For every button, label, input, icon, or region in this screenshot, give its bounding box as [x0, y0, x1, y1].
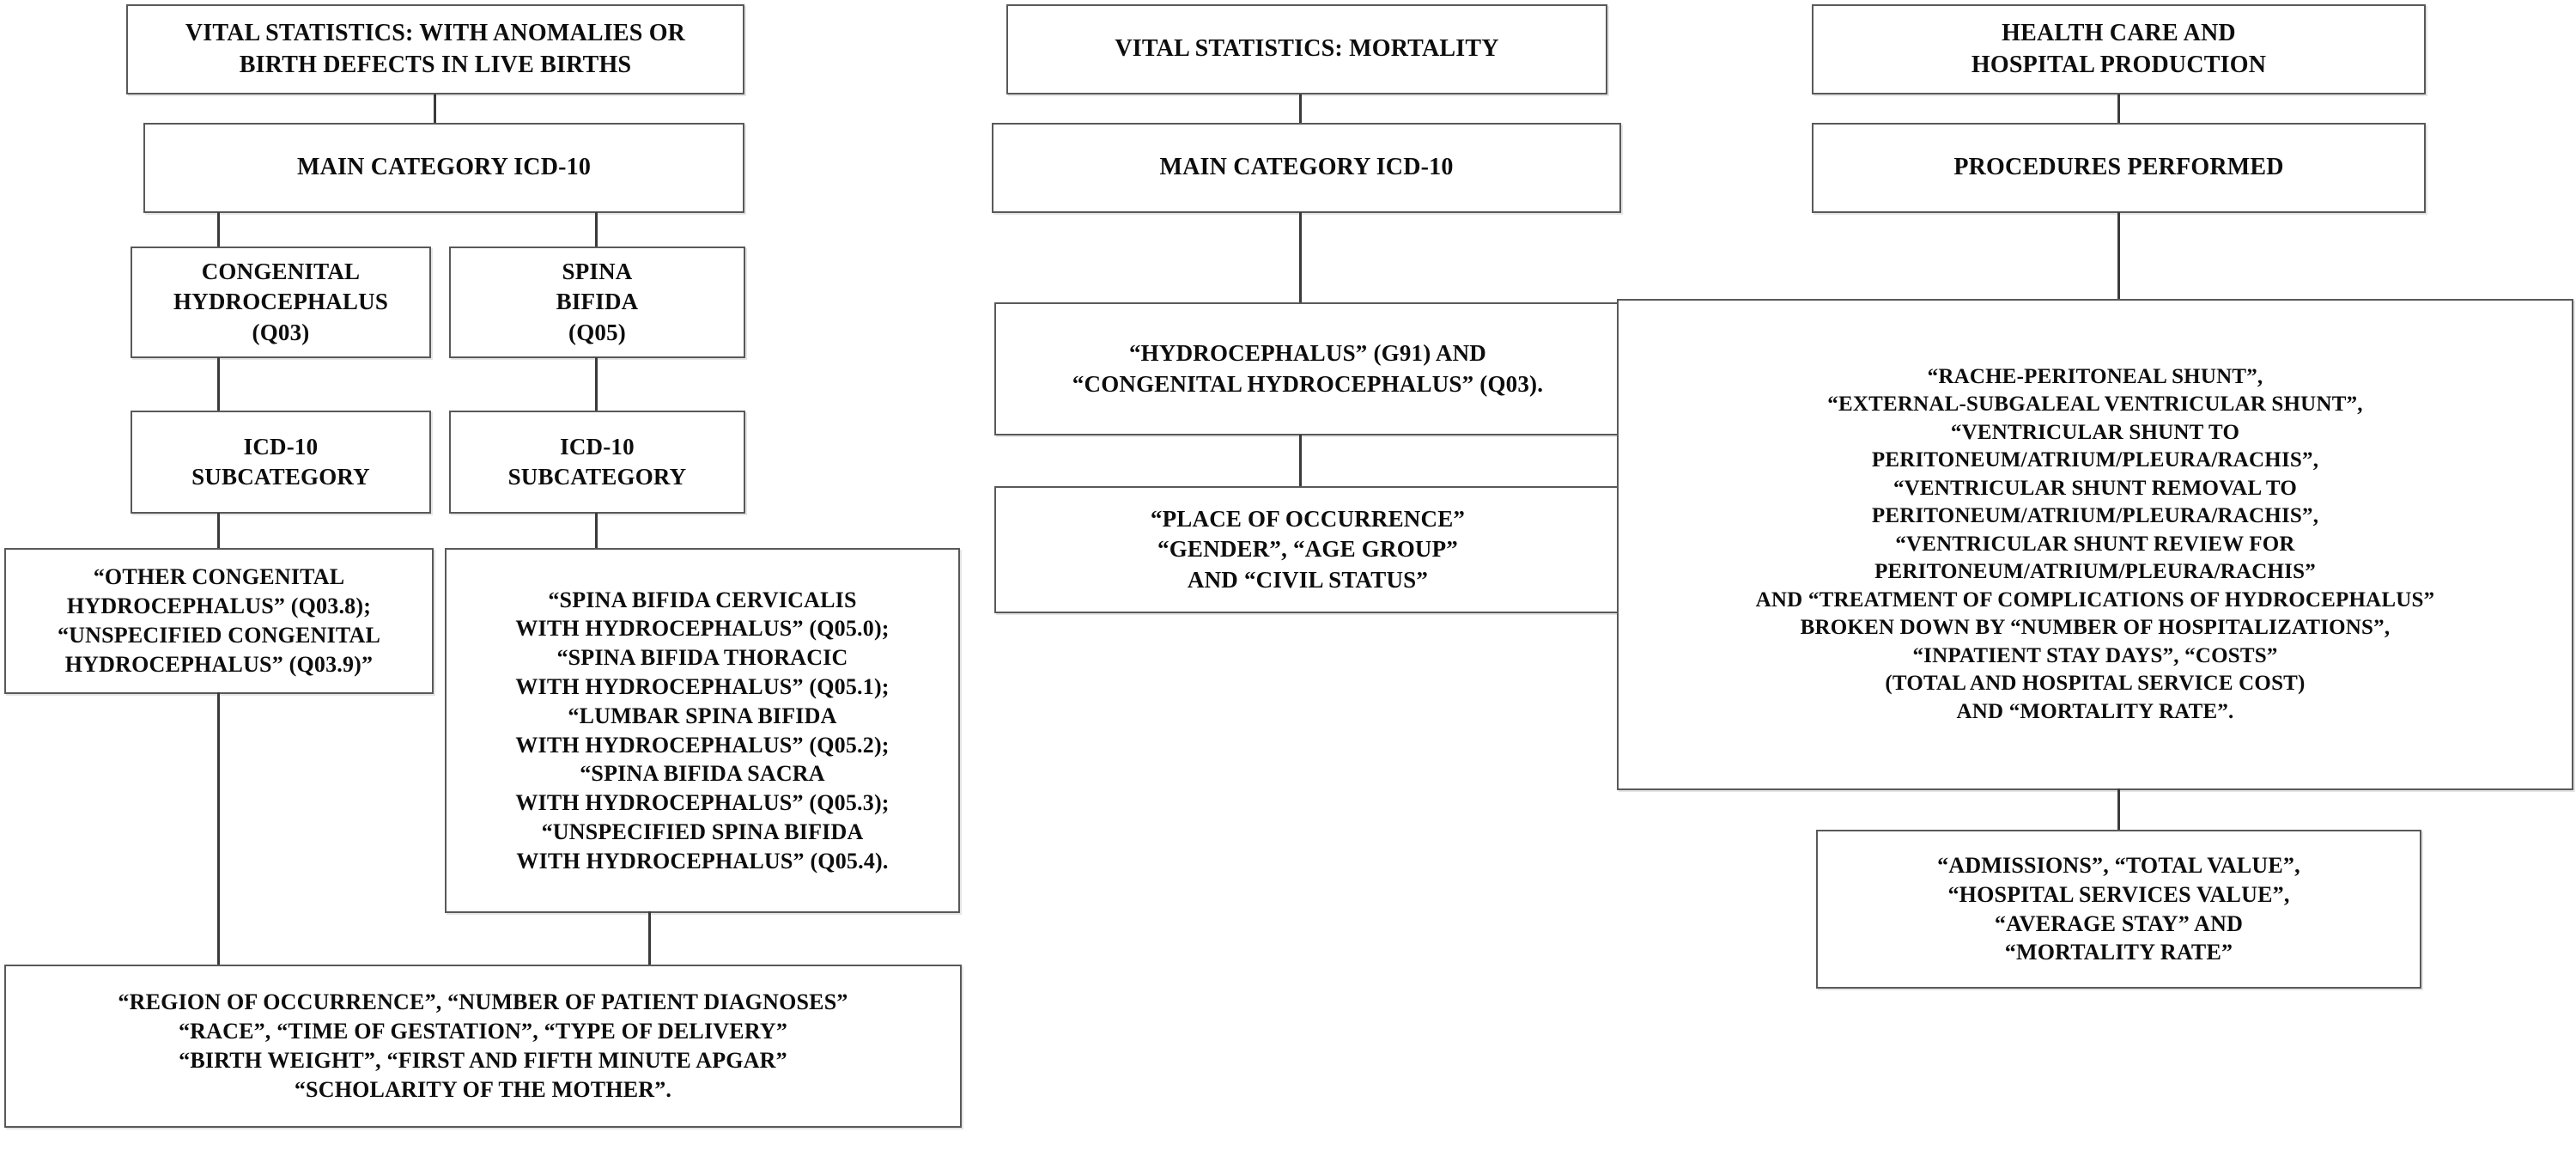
connector-vs-anomalies-root-to-main: [434, 93, 436, 124]
node-live-birth-variables-label: “REGION OF OCCURRENCE”, “NUMBER OF PATIE…: [118, 989, 848, 1102]
node-congenital-hydrocephalus: CONGENITAL HYDROCEPHALUS (Q03): [131, 247, 431, 358]
node-vs-anomalies-main-category: MAIN CATEGORY ICD-10: [143, 123, 744, 213]
node-hospital-outcomes-label: “ADMISSIONS”, “TOTAL VALUE”, “HOSPITAL S…: [1937, 852, 2300, 965]
node-live-birth-variables: “REGION OF OCCURRENCE”, “NUMBER OF PATIE…: [4, 965, 962, 1128]
node-vs-mortality-root-label: VITAL STATISTICS: MORTALITY: [1115, 35, 1499, 63]
connector-subcat-right-to-codes: [595, 513, 598, 551]
connector-procedures-to-list: [2117, 212, 2120, 302]
node-procedures-performed: PROCEDURES PERFORMED: [1812, 123, 2426, 213]
node-vs-mortality-main-category: MAIN CATEGORY ICD-10: [992, 123, 1621, 213]
node-vs-anomalies-root-label: VITAL STATISTICS: WITH ANOMALIES OR BIRT…: [185, 20, 686, 78]
node-vs-mortality-main-category-label: MAIN CATEGORY ICD-10: [1159, 154, 1454, 181]
connector-spina-to-subcat: [595, 357, 598, 411]
node-other-congenital-hydrocephalus-codes-label: “OTHER CONGENITAL HYDROCEPHALUS” (Q03.8)…: [57, 564, 381, 677]
node-spina-bifida-label: SPINA BIFIDA (Q05): [556, 259, 639, 345]
connector-congenital-codes-to-variables: [217, 692, 220, 967]
node-spina-bifida-codes-label: “SPINA BIFIDA CERVICALIS WITH HYDROCEPHA…: [515, 587, 890, 874]
node-spina-bifida-codes: “SPINA BIFIDA CERVICALIS WITH HYDROCEPHA…: [445, 548, 960, 913]
connector-main-to-congenital: [217, 212, 220, 248]
connector-list-to-outcomes: [2117, 788, 2120, 831]
node-procedures-list-label: “RACHE-PERITONEAL SHUNT”, “EXTERNAL-SUBG…: [1755, 364, 2435, 723]
connector-mortality-main-to-codes: [1299, 212, 1302, 305]
node-spina-bifida: SPINA BIFIDA (Q05): [449, 247, 745, 358]
node-icd10-subcategory-left-label: ICD-10 SUBCATEGORY: [191, 433, 370, 490]
node-mortality-codes: “HYDROCEPHALUS” (G91) AND “CONGENITAL HY…: [994, 302, 1621, 435]
connector-subcat-left-to-codes: [217, 513, 220, 551]
connector-main-to-spina: [595, 212, 598, 248]
node-congenital-hydrocephalus-label: CONGENITAL HYDROCEPHALUS (Q03): [173, 259, 389, 345]
connector-congenital-to-subcat: [217, 357, 220, 411]
node-hospital-outcomes: “ADMISSIONS”, “TOTAL VALUE”, “HOSPITAL S…: [1816, 830, 2421, 989]
connector-mortality-codes-to-variables: [1299, 435, 1302, 488]
node-mortality-variables: “PLACE OF OCCURRENCE” “GENDER”, “AGE GRO…: [994, 486, 1621, 613]
connector-health-care-root-to-procedures: [2117, 93, 2120, 124]
node-vs-anomalies-main-category-label: MAIN CATEGORY ICD-10: [296, 154, 592, 181]
node-mortality-codes-label: “HYDROCEPHALUS” (G91) AND “CONGENITAL HY…: [1072, 340, 1544, 397]
node-procedures-list: “RACHE-PERITONEAL SHUNT”, “EXTERNAL-SUBG…: [1617, 299, 2573, 790]
node-icd10-subcategory-right-label: ICD-10 SUBCATEGORY: [507, 433, 687, 490]
node-health-care-root-label: HEALTH CARE AND HOSPITAL PRODUCTION: [1971, 20, 2267, 78]
node-icd10-subcategory-left: ICD-10 SUBCATEGORY: [131, 411, 431, 514]
connector-mortality-root-to-main: [1299, 93, 1302, 124]
node-vs-anomalies-root: VITAL STATISTICS: WITH ANOMALIES OR BIRT…: [126, 4, 744, 94]
node-procedures-performed-label: PROCEDURES PERFORMED: [1953, 154, 2284, 181]
node-other-congenital-hydrocephalus-codes: “OTHER CONGENITAL HYDROCEPHALUS” (Q03.8)…: [4, 548, 434, 694]
node-icd10-subcategory-right: ICD-10 SUBCATEGORY: [449, 411, 745, 514]
node-mortality-variables-label: “PLACE OF OCCURRENCE” “GENDER”, “AGE GRO…: [1150, 506, 1466, 593]
connector-spina-codes-to-variables: [648, 911, 651, 966]
node-vs-mortality-root: VITAL STATISTICS: MORTALITY: [1006, 4, 1607, 94]
node-health-care-root: HEALTH CARE AND HOSPITAL PRODUCTION: [1812, 4, 2426, 94]
